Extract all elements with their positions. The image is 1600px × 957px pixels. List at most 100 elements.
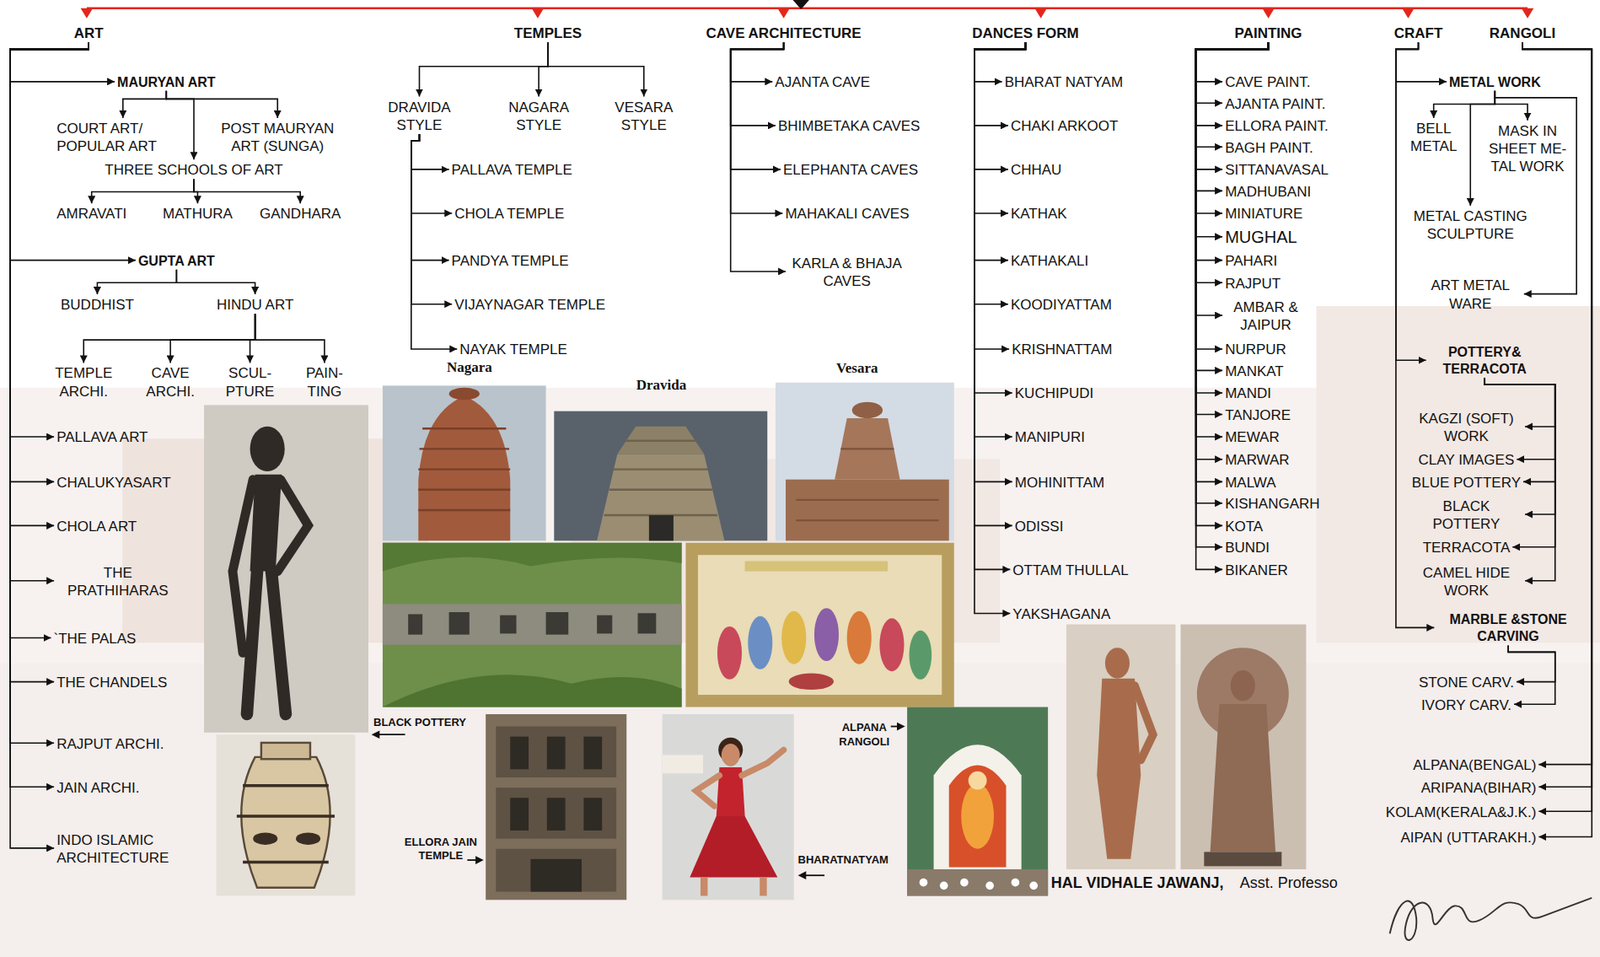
red-arrowhead <box>1401 8 1415 19</box>
cave-opening <box>530 859 582 892</box>
node-text: CHALUKYASART <box>56 473 171 492</box>
cave-opening <box>408 613 423 634</box>
caption-pointer <box>377 733 406 736</box>
connector-arrow <box>547 42 645 97</box>
temple-door <box>649 515 674 541</box>
connector-arrow <box>1395 42 1427 360</box>
connector-arrow <box>411 134 452 305</box>
connector-arrow <box>123 91 167 119</box>
connector-arrow <box>91 179 194 205</box>
item-label: KATHAK <box>1008 203 1070 223</box>
connector-arrow <box>166 91 194 160</box>
item-label: MANIPURI <box>1012 426 1088 446</box>
item-label: BHARAT NATYAM <box>1002 71 1126 92</box>
item-label: CAMEL HIDE WORK <box>1407 562 1525 601</box>
item-label: RAJPUT <box>1222 273 1284 293</box>
node-text: AJANTA CAVE <box>774 73 870 92</box>
node-text: MEWAR <box>1224 428 1280 446</box>
node-text: PALLAVA ART <box>56 428 148 446</box>
node-text: ART METAL WARE <box>1419 276 1522 313</box>
node-text: THREE SCHOOLS OF ART <box>104 161 283 179</box>
group-heading: MARBLE &STONE CARVING <box>1433 609 1582 645</box>
item-label: KRISHNATTAM <box>1009 338 1115 359</box>
node-text: GUPTA ART <box>138 252 215 270</box>
item-label: ODISSI <box>1012 515 1067 536</box>
item-label: PANDYA TEMPLE <box>449 250 572 270</box>
item-label: COURT ART/ POPULAR ART <box>53 118 192 156</box>
node-text: KOTA <box>1224 517 1263 536</box>
bronze-figure <box>271 571 286 715</box>
node-text: MARBLE &STONE CARVING <box>1436 611 1579 645</box>
item-label: MADHUBANI <box>1222 181 1314 201</box>
node-text: CAVE ARCHITECTURE <box>706 24 862 43</box>
item-label: SITTANAVASAL <box>1222 159 1332 179</box>
item-label: INDO ISLAMIC ARCHITECTURE <box>53 829 182 868</box>
item-label: KOTA <box>1222 515 1266 536</box>
node-text: KOODIYATTAM <box>1010 295 1112 314</box>
item-label: STONE CARV. <box>1416 671 1517 692</box>
node-text: MARWAR <box>1224 451 1290 469</box>
item-label: GANDHARA <box>257 203 344 223</box>
category-heading: CRAFT <box>1391 22 1446 43</box>
connector-arrow <box>10 42 115 81</box>
node-text: MANKAT <box>1224 362 1284 381</box>
painted-figure <box>879 617 904 672</box>
node-text: VIJAYNAGAR TEMPLE <box>454 295 606 314</box>
red-arrowhead <box>80 8 94 19</box>
connector-arrow <box>96 269 177 295</box>
node-text: CHAKI ARKOOT <box>1010 117 1119 135</box>
item-label: METAL CASTING SCULPTURE <box>1404 205 1537 244</box>
node-text: MAURYAN ART <box>117 74 215 92</box>
cave-opening <box>510 736 529 770</box>
node-text: SCUL- PTURE <box>219 364 281 401</box>
connector-arrow <box>974 42 1026 170</box>
connector-arrow <box>1196 42 1269 547</box>
node-text: AMBAR & JAIPUR <box>1224 298 1307 335</box>
connector-arrow <box>411 134 452 214</box>
node-text: IVORY CARV. <box>1421 696 1512 715</box>
node-text: POTTERY& TERRACOTA <box>1428 343 1541 378</box>
item-label: CHAKI ARKOOT <box>1008 115 1122 135</box>
node-text: HINDU ART <box>216 295 294 314</box>
painted-vessel <box>789 673 834 690</box>
connector-arrow <box>730 42 784 170</box>
cave-opening <box>547 797 566 831</box>
item-label: `THE PALAS <box>51 628 140 648</box>
temple-carving <box>604 440 718 516</box>
node-text: RAJPUT ARCHI. <box>56 735 164 753</box>
item-label: NAGARA STYLE <box>498 96 580 135</box>
node-text: `THE PALAS <box>53 629 137 648</box>
item-label: TEMPLE ARCHI. <box>45 362 123 401</box>
cave-opening <box>449 612 470 635</box>
item-label: KISHANGARH <box>1222 493 1322 513</box>
painted-figure <box>909 630 933 680</box>
item-label: CHOLA TEMPLE <box>451 203 567 223</box>
temple-tower <box>418 395 511 541</box>
connector-arrow <box>1196 42 1269 103</box>
node-text: MINIATURE <box>1224 204 1303 223</box>
connector-arrow <box>170 313 255 363</box>
image-caption: BHARATNATYAM <box>798 853 889 867</box>
node-text: PAHARI <box>1224 252 1278 270</box>
node-text: NAGARA STYLE <box>500 98 578 135</box>
connector-arrow <box>974 42 1026 437</box>
photo-frame <box>662 714 795 900</box>
pottery-motif <box>295 832 321 845</box>
temple-amalaka <box>852 402 883 419</box>
item-label: KARLA & BHAJA CAVES <box>785 252 908 291</box>
node-text: OTTAM THULLAL <box>1012 561 1128 580</box>
cliff <box>382 603 682 645</box>
connector-arrow <box>1508 644 1556 682</box>
bronze-figure <box>277 479 308 572</box>
node-text: BELL METAL <box>1405 119 1462 156</box>
node-text: AIPAN (UTTARAKH.) <box>1400 828 1536 847</box>
group-heading: MAURYAN ART <box>114 72 218 92</box>
node-text: THE CHANDELS <box>56 673 167 692</box>
cave-opening <box>583 736 602 770</box>
cave-opening <box>510 797 529 831</box>
item-label: TERRACOTA <box>1420 536 1514 557</box>
node-text: CHOLA TEMPLE <box>454 204 564 223</box>
item-label: BLUE POTTERY <box>1409 472 1524 492</box>
red-arrowhead <box>1034 8 1047 19</box>
item-label: AIPAN (UTTARAKH.) <box>1397 826 1539 847</box>
